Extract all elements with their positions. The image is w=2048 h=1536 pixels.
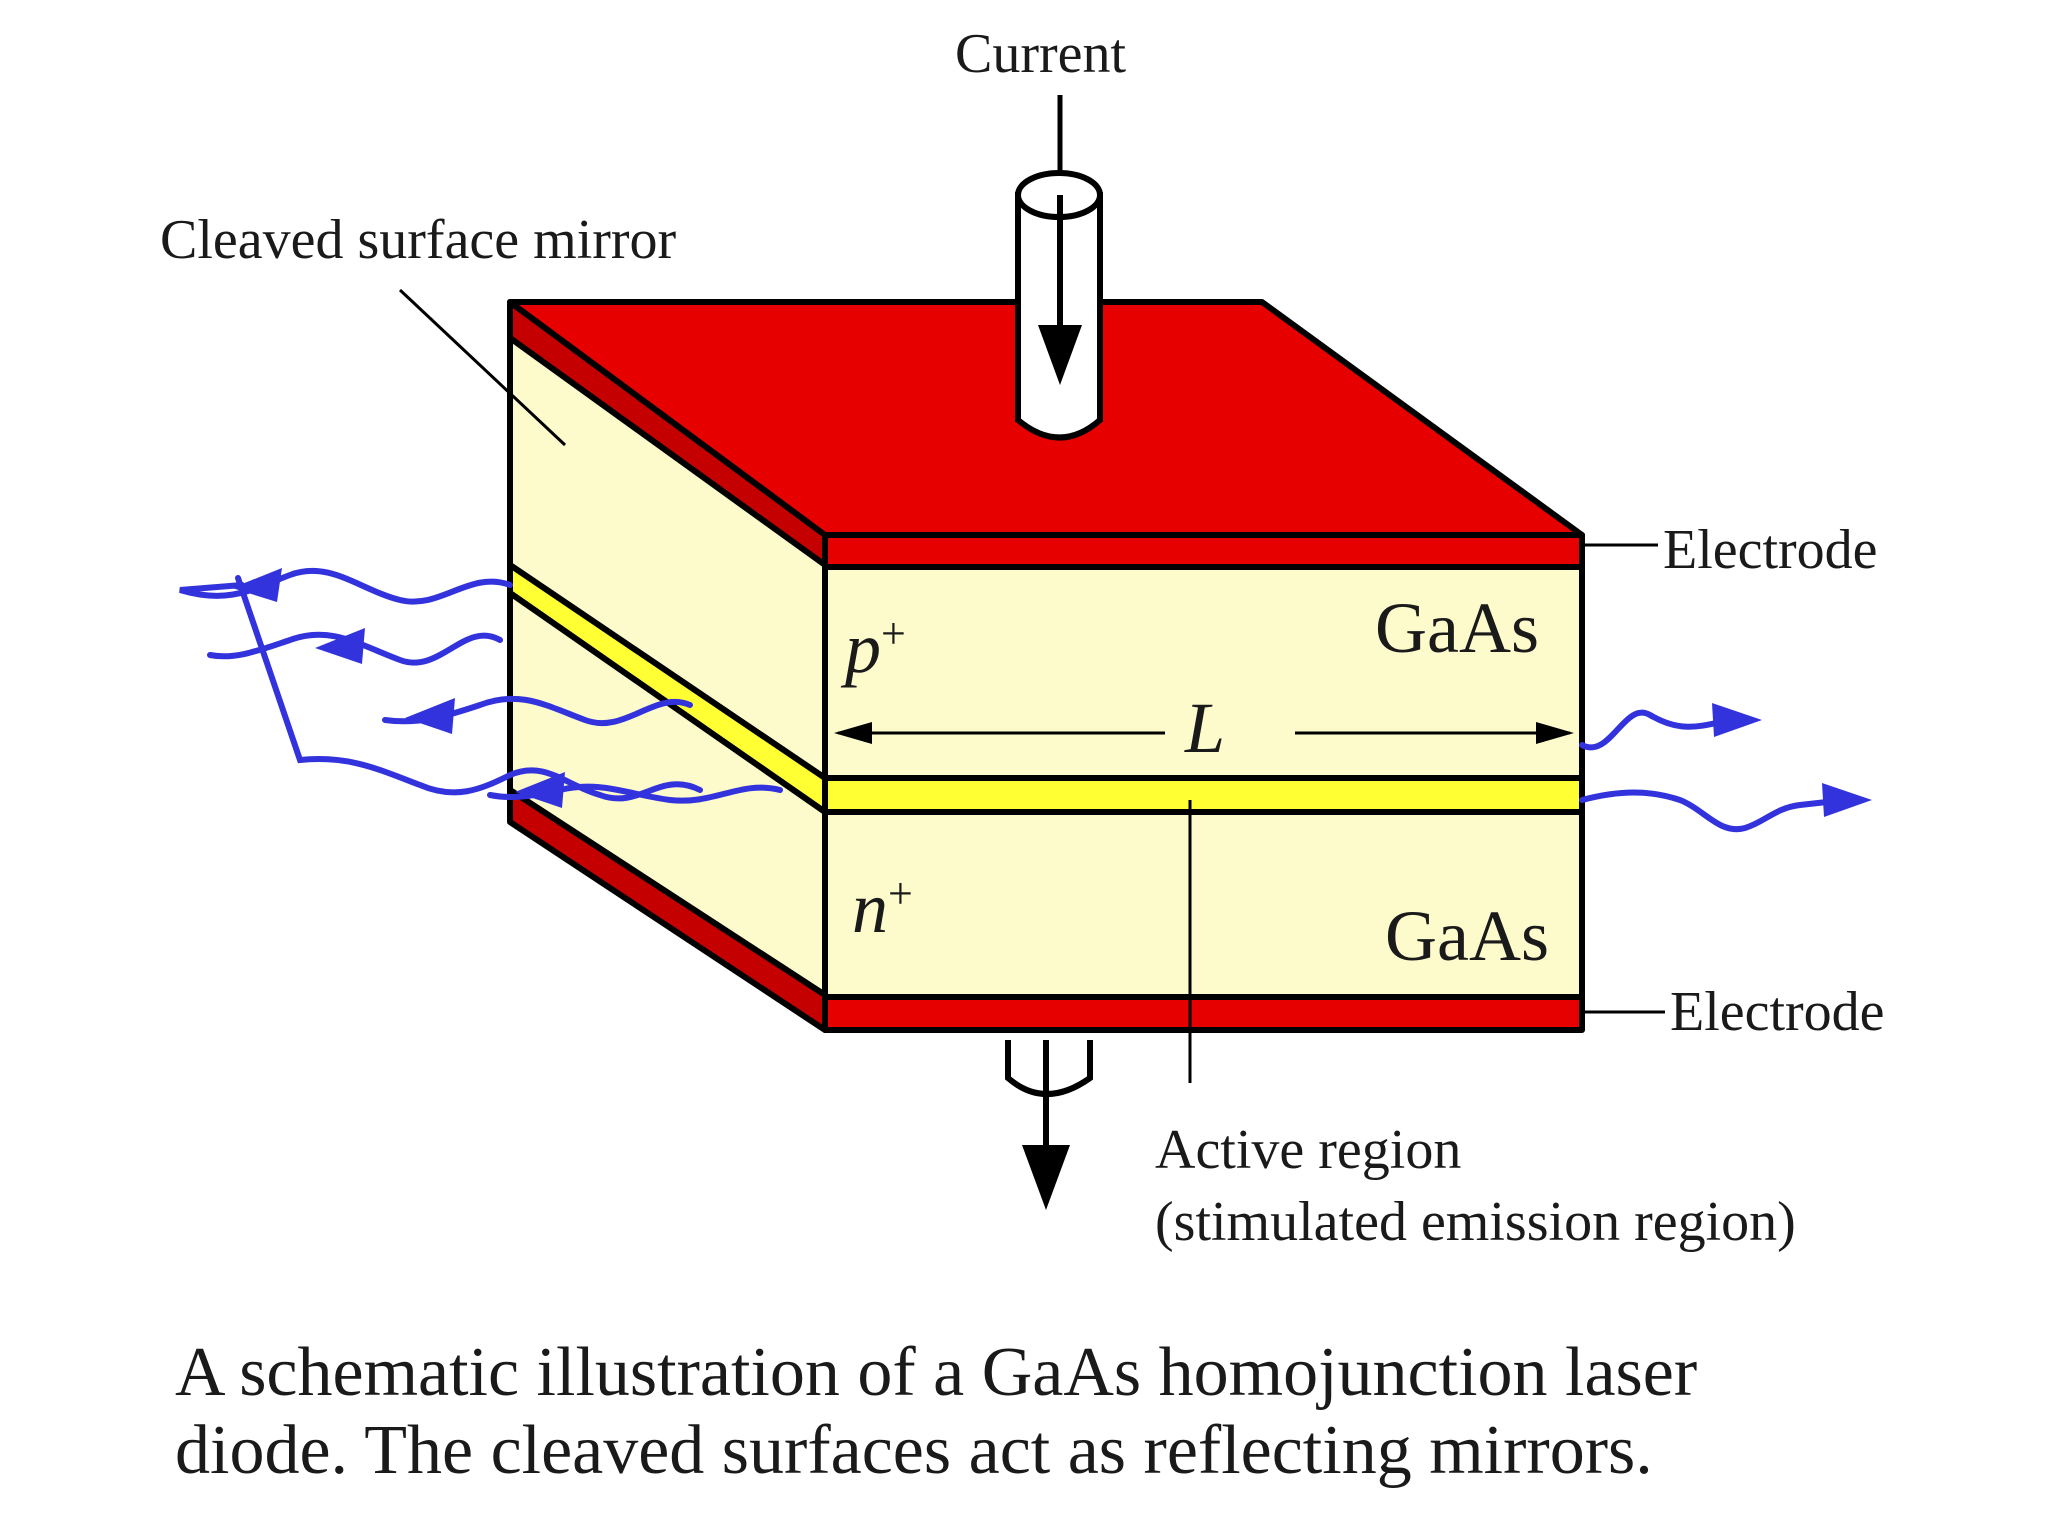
- gaas-bottom-label: GaAs: [1385, 896, 1549, 976]
- p-plus-label: p+: [840, 608, 906, 688]
- mirror-leader-line: [398, 288, 567, 447]
- light-arrowhead-left-2: [315, 628, 365, 664]
- front-active-layer: [822, 775, 1585, 815]
- front-bottom-electrode: [822, 994, 1585, 1033]
- caption-line-2: diode. The cleaved surfaces act as refle…: [175, 1412, 1653, 1489]
- front-top-electrode: [822, 532, 1585, 570]
- light-arrowhead-left-3: [405, 698, 455, 734]
- current-output-terminal: [1005, 1040, 1093, 1210]
- light-arrowhead-left-1: [232, 568, 282, 602]
- n-plus-label: n+: [852, 868, 913, 948]
- emitted-light-right: [1579, 703, 1872, 833]
- cleaved-mirror-label: Cleaved surface mirror: [160, 209, 677, 271]
- length-dimension: [834, 722, 1574, 744]
- active-region-label: Active region: [1155, 1119, 1461, 1181]
- n-superscript: +: [888, 869, 913, 918]
- caption-line-1: A schematic illustration of a GaAs homoj…: [175, 1334, 1697, 1411]
- p-label: p: [840, 608, 881, 688]
- left-cleaved-face: [507, 299, 828, 1033]
- front-p-region: [822, 564, 1585, 781]
- front-face: [822, 532, 1585, 1033]
- front-n-region: [822, 809, 1585, 1000]
- length-label: L: [1184, 688, 1225, 768]
- length-right-arrowhead: [1536, 722, 1574, 744]
- gaas-top-label: GaAs: [1375, 588, 1539, 668]
- light-arrowhead-left-4: [515, 772, 565, 808]
- electrode-bottom-label: Electrode: [1670, 981, 1885, 1043]
- current-input-terminal: [1015, 95, 1103, 441]
- current-in-arrow-icon: [1038, 325, 1082, 385]
- current-label: Current: [955, 23, 1127, 85]
- current-out-arrow-icon: [1022, 1145, 1070, 1210]
- light-arrowhead-right-2: [1822, 783, 1872, 817]
- p-superscript: +: [881, 609, 906, 658]
- n-label: n: [852, 868, 888, 948]
- emitted-light-left: [179, 567, 783, 808]
- active-region-sublabel: (stimulated emission region): [1155, 1191, 1796, 1253]
- length-left-arrowhead: [834, 722, 872, 744]
- electrode-top-label: Electrode: [1663, 519, 1878, 581]
- light-arrowhead-right-1: [1712, 703, 1762, 737]
